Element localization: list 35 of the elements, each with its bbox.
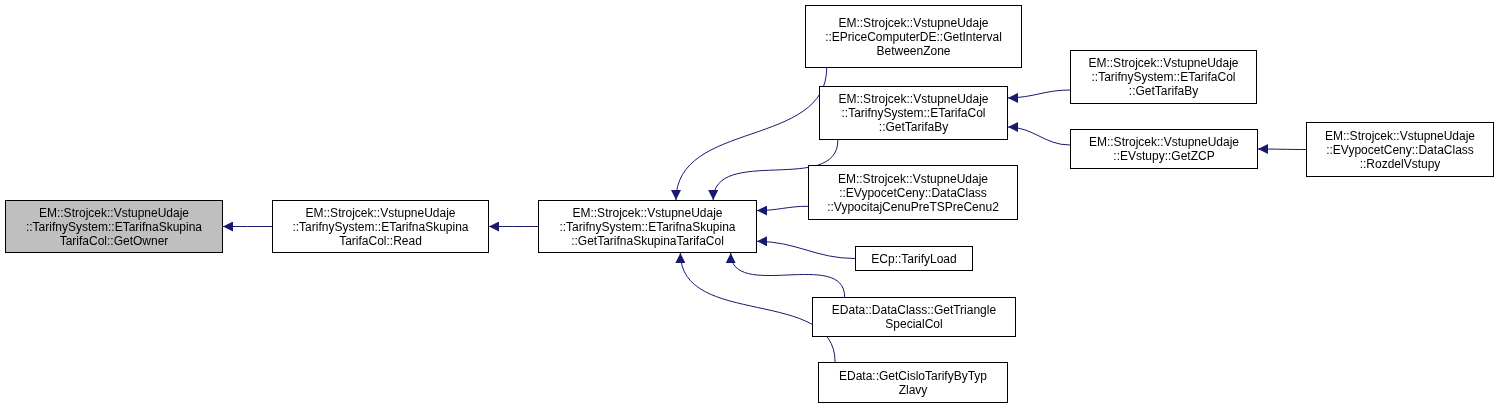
function-box [819, 86, 1008, 140]
function-box [805, 5, 1022, 68]
function-name: EM::Strojcek::VstupneUdaje ::TarifnySystem::ETarifaCol ::GetTarifaBy [837, 92, 990, 134]
function-name: EData::GetCisloTarifyByTyp Zlavy [837, 368, 989, 397]
function-name: EM::Strojcek::VstupneUdaje ::TarifnySystem::ETarifnaSkupina TarifaCol::Read [291, 205, 470, 248]
function-name: ECp::TarifyLoad [871, 251, 957, 266]
arrow [756, 205, 809, 216]
arrow [1007, 122, 1071, 146]
arrow [710, 139, 839, 201]
function-name: EData::DataClass::GetTriangle SpecialCol [830, 303, 998, 331]
arrow [488, 221, 539, 232]
function-name: EM::Strojcek::VstupneUdaje ::EVypocetCeny::DataClass ::RozdelVstupy [1323, 128, 1477, 171]
function-name: EM::Strojcek::VstupneUdaje ::EVstupy::GetZCP [1087, 135, 1241, 163]
arrow [728, 252, 846, 298]
function-box [818, 362, 1008, 403]
function-name: EM::Strojcek::VstupneUdaje ::EPriceComputerDE::GetInterval BetweenZone [824, 15, 1003, 58]
function-box [1070, 129, 1258, 169]
function-box [538, 200, 757, 253]
arrow [1007, 89, 1071, 103]
function-name: EM::Strojcek::VstupneUdaje ::TarifnySystem::ETarifnaSkupina ::GetTarifnaSkupinaTarifaCol [558, 205, 737, 248]
arrow [677, 252, 836, 363]
arrow [1257, 144, 1307, 154]
function-box [812, 297, 1016, 337]
function-name: EM::Strojcek::VstupneUdaje ::TarifnySystem::ETarifaCol ::GetTarifaBy [1087, 56, 1240, 98]
function-name: EM::Strojcek::VstupneUdaje ::EVypocetCeny::DataClass ::VypocitajCenuPreTSPreCenu2 [826, 171, 1000, 214]
arrow [756, 236, 856, 259]
function-box [855, 246, 973, 271]
highlighted-function-box [5, 200, 223, 253]
function-box [1070, 50, 1257, 104]
arrow [222, 221, 273, 232]
function-box [1306, 122, 1494, 177]
arrow [672, 67, 828, 201]
function-box [272, 200, 489, 253]
function-name: EM::Strojcek::VstupneUdaje ::TarifnySystem::ETarifnaSkupina TarifaCol::GetOwner [24, 205, 204, 248]
function-box [808, 165, 1018, 220]
